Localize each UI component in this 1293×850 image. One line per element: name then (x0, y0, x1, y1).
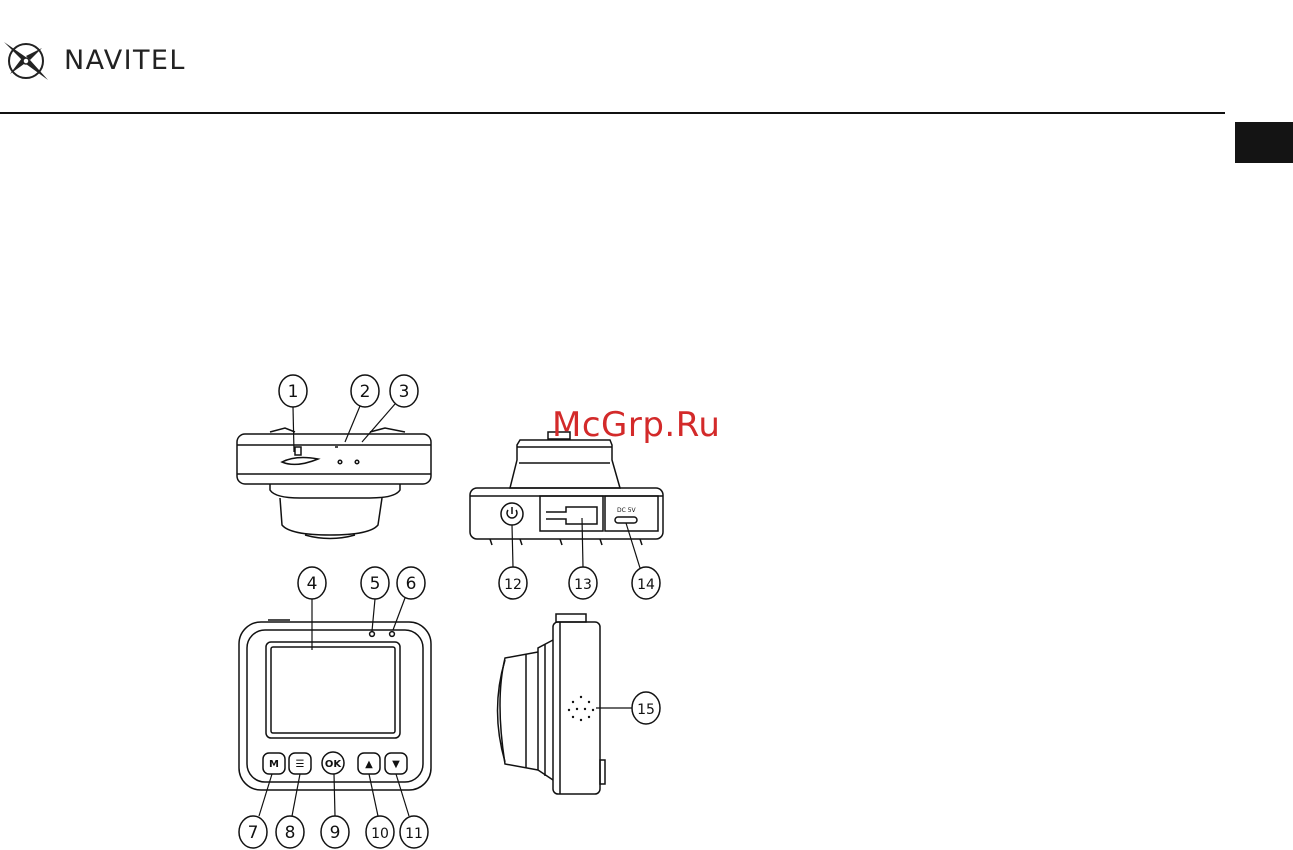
callout-11: 11 (405, 826, 423, 842)
callout-14: 14 (637, 577, 655, 593)
watermark-text: McGrp.Ru (552, 405, 720, 445)
callout-6: 6 (406, 574, 417, 594)
callout-15: 15 (637, 702, 655, 718)
callout-5: 5 (370, 574, 381, 594)
up-button: ▲ (365, 759, 373, 770)
callout-8: 8 (285, 823, 296, 843)
callout-1: 1 (288, 382, 299, 402)
menu-button: ☰ (296, 759, 305, 770)
callout-13: 13 (574, 577, 592, 593)
m-button: M (269, 759, 279, 770)
callout-10: 10 (371, 826, 389, 842)
callout-9: 9 (330, 823, 341, 843)
leader-lines (259, 404, 640, 816)
callout-4: 4 (307, 574, 318, 594)
callout-3: 3 (399, 382, 410, 402)
speaker-grille-icon (568, 696, 594, 721)
device-side-view (498, 614, 606, 794)
device-top-view (237, 428, 431, 539)
callout-2: 2 (360, 382, 371, 402)
callout-circles (239, 375, 660, 848)
ok-button: OK (325, 759, 343, 770)
down-button: ▼ (392, 759, 400, 770)
callout-7: 7 (248, 823, 259, 843)
port-label: DC 5V (617, 507, 637, 514)
callout-12: 12 (504, 577, 522, 593)
device-rear-view (470, 432, 663, 545)
